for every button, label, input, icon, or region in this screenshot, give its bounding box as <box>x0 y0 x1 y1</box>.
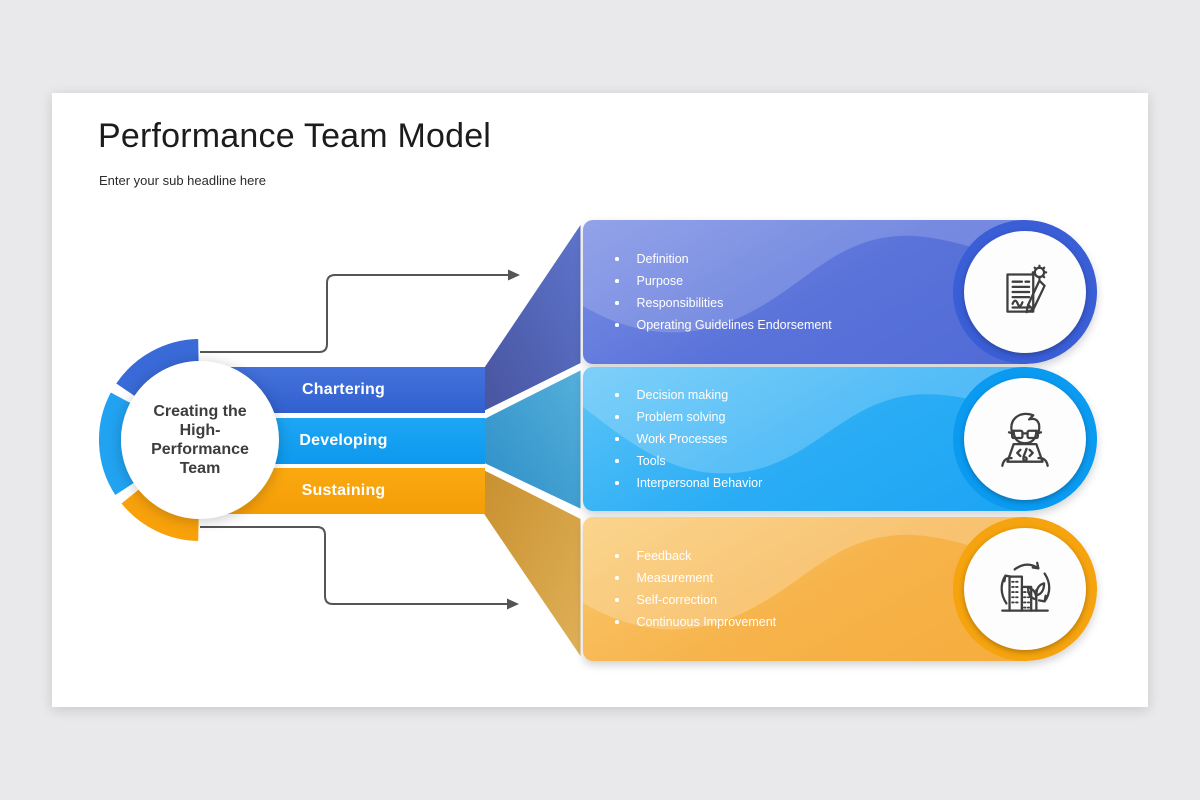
stage-label: Sustaining <box>301 482 386 499</box>
wave-decoration <box>583 220 1097 333</box>
stage-label: Chartering <box>302 381 385 398</box>
icon-circle <box>964 528 1086 650</box>
connector-arrow-top <box>200 274 509 353</box>
ring-segment-orange <box>121 489 200 541</box>
bullet-dot-icon <box>615 279 619 283</box>
panel-developing-list: Decision making Problem solving Work Pro… <box>583 367 1097 511</box>
sustainable-growth-icon <box>1000 561 1051 612</box>
connector-arrow-bottom <box>200 526 508 605</box>
ring-segment-blue <box>116 339 199 397</box>
list-item: Feedback <box>615 545 947 567</box>
icon-circle <box>964 378 1086 500</box>
list-item: Decision making <box>615 384 947 406</box>
panel-sustaining: Feedback Measurement Self-correction Con… <box>583 517 1097 661</box>
panel-cap-ring <box>953 220 1097 364</box>
bullet-dot-icon <box>615 620 619 624</box>
list-item: Definition <box>615 248 947 270</box>
list-item: Operating Guidelines Endorsement <box>615 314 947 336</box>
panel-developing: Decision making Problem solving Work Pro… <box>583 367 1097 511</box>
ring-segment-lightblue <box>98 392 134 495</box>
center-circle-text: High- <box>179 422 221 439</box>
list-item: Tools <box>615 450 947 472</box>
contract-signing-icon <box>1006 264 1048 314</box>
page-title: Performance Team Model <box>98 117 492 155</box>
bullet-dot-icon <box>615 415 619 419</box>
center-circle: Creating the High- Performance Team <box>121 361 279 519</box>
center-circle-text: Creating the <box>153 403 247 420</box>
bullet-dot-icon <box>615 257 619 261</box>
list-item: Measurement <box>615 567 947 589</box>
page-subtitle: Enter your sub headline here <box>99 173 266 188</box>
bullet-dot-icon <box>615 393 619 397</box>
icon-circle <box>964 231 1086 353</box>
panel-cap-ring <box>953 517 1097 661</box>
panel-sustaining-list: Feedback Measurement Self-correction Con… <box>583 517 1097 661</box>
list-item: Responsibilities <box>615 292 947 314</box>
bullet-dot-icon <box>615 323 619 327</box>
stage-label: Developing <box>299 432 388 449</box>
panel-cap-ring <box>953 367 1097 511</box>
bullet-dot-icon <box>615 459 619 463</box>
panel-chartering: Definition Purpose Responsibilities Oper… <box>583 220 1097 364</box>
list-item: Continuous Improvement <box>615 611 947 633</box>
bullet-dot-icon <box>615 576 619 580</box>
developer-person-icon <box>1001 412 1049 467</box>
bullet-dot-icon <box>615 554 619 558</box>
list-item: Work Processes <box>615 428 947 450</box>
arrowhead-top <box>508 269 520 281</box>
slide-canvas: Performance Team Model Enter your sub he… <box>52 93 1148 707</box>
panel-chartering-list: Definition Purpose Responsibilities Oper… <box>583 220 1097 364</box>
list-item: Interpersonal Behavior <box>615 472 947 494</box>
center-circle-text: Team <box>179 460 221 477</box>
list-item: Self-correction <box>615 589 947 611</box>
list-item: Problem solving <box>615 406 947 428</box>
diagram-shapes-layer <box>98 215 584 666</box>
bullet-dot-icon <box>615 301 619 305</box>
bullet-dot-icon <box>615 481 619 485</box>
bullet-dot-icon <box>615 437 619 441</box>
list-item: Purpose <box>615 270 947 292</box>
bullet-dot-icon <box>615 598 619 602</box>
center-circle-text: Performance <box>151 441 249 458</box>
arrowhead-bottom <box>507 598 519 610</box>
